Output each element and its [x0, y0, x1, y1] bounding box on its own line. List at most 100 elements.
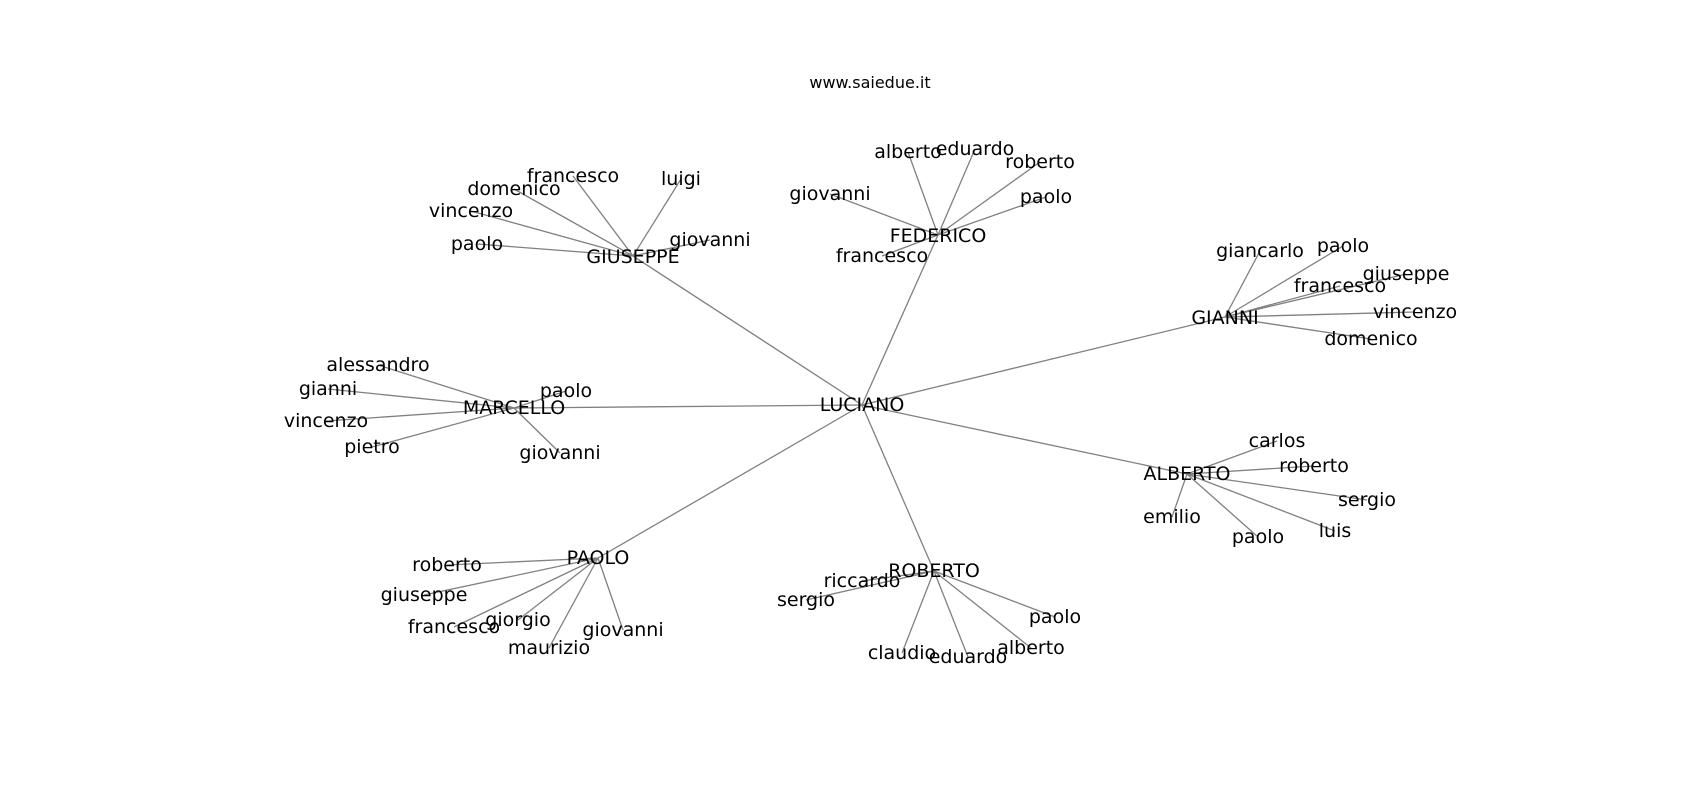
edge-federico-paolo	[937, 196, 1047, 236]
leaf-node-marcello-giovanni: giovanni	[519, 442, 600, 464]
edge-gianni-giancarlo	[1224, 250, 1261, 318]
edge-federico-giovanni	[829, 193, 939, 236]
hub-node-federico: FEDERICO	[890, 225, 987, 247]
site-caption: www.saiedue.it	[809, 73, 930, 92]
edge-root-paolo	[597, 404, 863, 559]
hub-node-marcello: MARCELLO	[463, 397, 565, 419]
edges-layer	[325, 148, 1416, 658]
edge-root-federico	[861, 234, 939, 406]
leaf-node-federico-alberto: alberto	[874, 141, 942, 163]
edge-alberto-paolo	[1186, 473, 1259, 538]
leaf-node-federico-paolo: paolo	[1020, 186, 1072, 208]
edge-giuseppe-luigi	[632, 178, 682, 257]
leaf-node-paolo-roberto: roberto	[412, 554, 482, 576]
hub-node-roberto: ROBERTO	[888, 560, 980, 582]
leaf-node-gianni-paolo: paolo	[1317, 235, 1369, 257]
edge-giuseppe-domenico	[513, 188, 634, 257]
edge-root-gianni	[861, 316, 1226, 406]
leaf-node-roberto-claudio: claudio	[868, 642, 936, 664]
leaf-node-gianni-francesco: francesco	[1294, 275, 1386, 297]
edge-marcello-alessandro	[377, 364, 515, 409]
leaf-node-paolo-giorgio: giorgio	[485, 609, 550, 631]
leaf-node-federico-eduardo: eduardo	[936, 138, 1015, 160]
leaf-node-gianni-vincenzo: vincenzo	[1373, 301, 1457, 323]
hub-node-giuseppe: GIUSEPPE	[586, 246, 679, 268]
leaf-node-roberto-riccardo: riccardo	[824, 570, 901, 592]
edge-alberto-roberto	[1186, 465, 1315, 475]
edge-root-giuseppe	[632, 255, 863, 406]
leaf-node-marcello-alessandro: alessandro	[326, 354, 429, 376]
edge-paolo-roberto	[446, 557, 599, 566]
leaf-node-alberto-roberto: roberto	[1279, 455, 1349, 477]
leaf-node-alberto-carlos: carlos	[1249, 430, 1306, 452]
edge-giuseppe-francesco	[572, 175, 634, 257]
edge-alberto-sergio	[1186, 473, 1368, 501]
edge-paolo-francesco	[453, 557, 599, 628]
leaf-node-marcello-gianni: gianni	[299, 378, 357, 400]
edge-roberto-sergio	[805, 570, 935, 601]
root-node-label: LUCIANO	[820, 394, 905, 416]
edge-federico-alberto	[907, 151, 939, 236]
edge-gianni-giuseppe	[1224, 273, 1407, 318]
edge-root-marcello	[513, 404, 863, 409]
leaf-node-alberto-luis: luis	[1319, 520, 1352, 542]
edge-marcello-giovanni	[513, 407, 561, 454]
edge-federico-eduardo	[937, 148, 976, 236]
leaf-node-gianni-giancarlo: giancarlo	[1216, 240, 1304, 262]
edge-marcello-paolo	[513, 390, 567, 409]
edge-marcello-vincenzo	[325, 407, 515, 422]
edge-roberto-riccardo	[861, 570, 935, 582]
leaf-node-giuseppe-paolo: paolo	[451, 233, 503, 255]
leaf-node-alberto-paolo: paolo	[1232, 526, 1284, 548]
edge-roberto-alberto	[933, 570, 1032, 649]
leaf-node-marcello-paolo: paolo	[540, 380, 592, 402]
leaf-node-giuseppe-giovanni: giovanni	[669, 229, 750, 251]
edge-federico-francesco	[881, 234, 939, 257]
edge-gianni-paolo	[1224, 245, 1344, 318]
edge-paolo-giovanni	[597, 557, 624, 631]
edge-paolo-giorgio	[517, 557, 599, 621]
leaf-node-federico-roberto: roberto	[1005, 151, 1075, 173]
edge-roberto-eduardo	[933, 570, 969, 658]
leaf-node-gianni-giuseppe: giuseppe	[1363, 263, 1450, 285]
edge-giuseppe-giovanni	[632, 239, 711, 257]
leaf-node-alberto-emilio: emilio	[1143, 506, 1201, 528]
edge-gianni-francesco	[1224, 285, 1341, 318]
edge-alberto-luis	[1186, 473, 1336, 532]
leaf-node-gianni-domenico: domenico	[1324, 328, 1417, 350]
leaf-node-roberto-alberto: alberto	[997, 637, 1065, 659]
leaf-node-giuseppe-francesco: francesco	[527, 165, 619, 187]
edge-gianni-domenico	[1224, 316, 1372, 340]
leaf-node-giuseppe-domenico: domenico	[467, 178, 560, 200]
hub-node-gianni: GIANNI	[1191, 307, 1258, 329]
leaf-node-roberto-sergio: sergio	[777, 589, 835, 611]
leaf-node-giuseppe-luigi: luigi	[661, 168, 701, 190]
edge-giuseppe-paolo	[476, 243, 634, 257]
leaf-node-roberto-paolo: paolo	[1029, 606, 1081, 628]
leaf-node-federico-giovanni: giovanni	[789, 183, 870, 205]
leaf-node-roberto-eduardo: eduardo	[929, 646, 1008, 668]
edge-paolo-giuseppe	[423, 557, 599, 596]
leaf-node-paolo-francesco: francesco	[408, 616, 500, 638]
leaf-node-federico-francesco: francesco	[836, 245, 928, 267]
hub-node-alberto: ALBERTO	[1143, 463, 1230, 485]
edge-alberto-emilio	[1171, 473, 1188, 518]
leaf-node-giuseppe-vincenzo: vincenzo	[429, 200, 513, 222]
leaf-node-marcello-vincenzo: vincenzo	[284, 410, 368, 432]
edge-paolo-maurizio	[548, 557, 599, 649]
edge-federico-roberto	[937, 161, 1041, 236]
edge-roberto-claudio	[901, 570, 935, 654]
edge-root-alberto	[861, 404, 1188, 475]
edge-marcello-gianni	[327, 388, 515, 409]
edge-marcello-pietro	[371, 407, 515, 448]
leaf-node-paolo-giovanni: giovanni	[582, 619, 663, 641]
edge-root-roberto	[861, 404, 935, 572]
edge-roberto-paolo	[933, 570, 1056, 618]
leaf-node-paolo-maurizio: maurizio	[508, 637, 590, 659]
leaf-node-marcello-pietro: pietro	[344, 436, 400, 458]
edge-alberto-carlos	[1186, 440, 1278, 475]
edge-giuseppe-vincenzo	[470, 210, 634, 257]
edge-gianni-vincenzo	[1224, 311, 1416, 318]
